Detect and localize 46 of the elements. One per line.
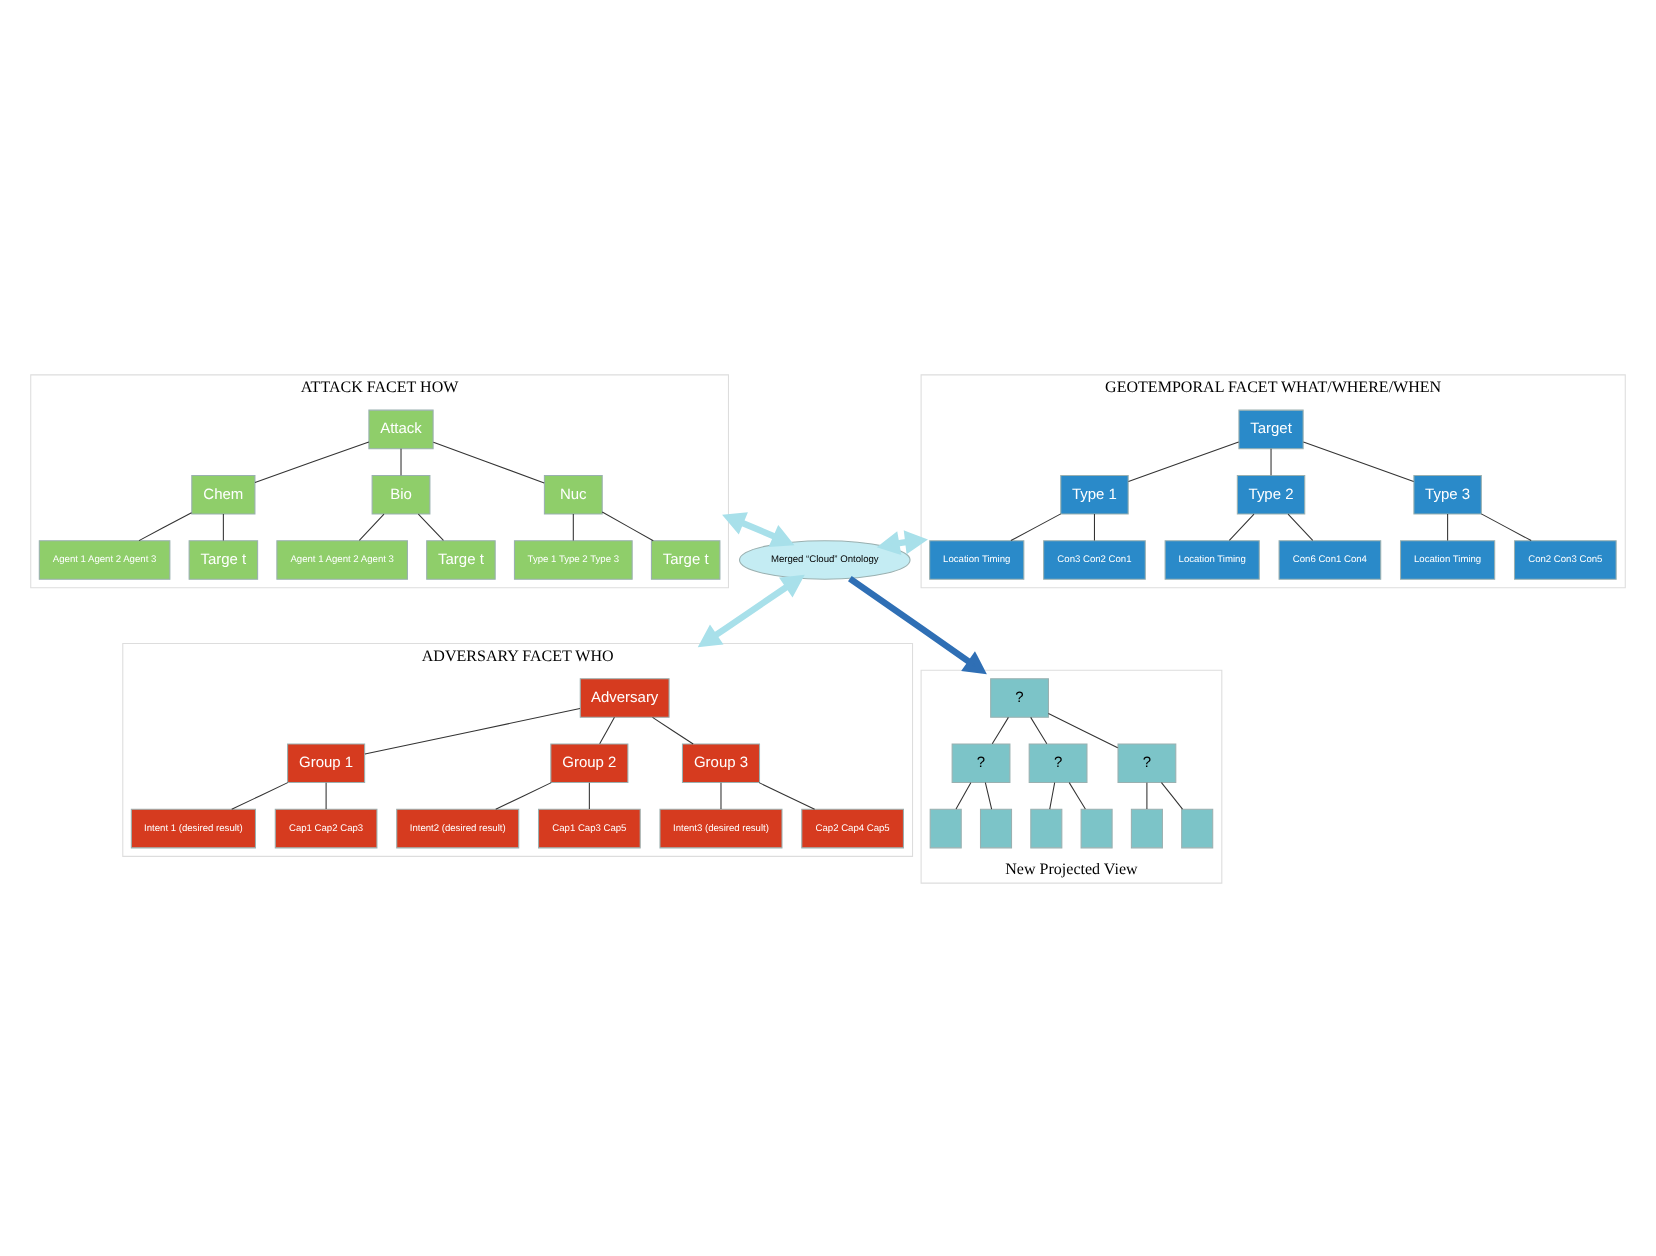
connector <box>601 510 654 541</box>
connector <box>364 707 581 754</box>
node-box <box>1181 807 1214 848</box>
connector <box>417 512 444 540</box>
connector <box>1160 781 1184 809</box>
node-box <box>929 807 962 848</box>
node-box <box>1130 807 1163 848</box>
connector <box>325 781 327 809</box>
connector <box>1302 440 1415 481</box>
connector <box>1049 781 1056 809</box>
connector <box>495 781 552 809</box>
connector <box>138 511 193 541</box>
arrow <box>697 573 805 647</box>
connector <box>231 781 289 809</box>
connector <box>572 512 574 540</box>
connector <box>1228 512 1255 540</box>
connector <box>1047 711 1119 748</box>
connector <box>652 715 694 744</box>
connector <box>400 447 402 475</box>
connector <box>358 512 385 540</box>
connector <box>1010 512 1062 541</box>
connector <box>599 715 615 744</box>
arrow <box>876 529 928 555</box>
connector <box>432 440 545 483</box>
node-box <box>1080 807 1113 848</box>
connector <box>1146 781 1148 809</box>
arrow <box>722 511 795 547</box>
connector <box>1127 440 1240 481</box>
connector <box>720 781 722 809</box>
connector <box>1287 512 1314 540</box>
node-box <box>979 807 1013 848</box>
connector <box>955 781 972 809</box>
connector <box>1068 781 1086 809</box>
connector <box>758 781 816 809</box>
arrow <box>848 574 987 674</box>
connector <box>1447 512 1449 540</box>
connector <box>254 440 370 482</box>
node-box <box>1030 807 1063 848</box>
connector <box>1480 512 1532 541</box>
connector <box>588 781 590 809</box>
connector <box>1030 715 1048 744</box>
connector <box>991 715 1009 744</box>
connector <box>1270 447 1272 475</box>
connector <box>222 512 224 540</box>
connector <box>984 781 993 809</box>
connector <box>1093 512 1095 540</box>
